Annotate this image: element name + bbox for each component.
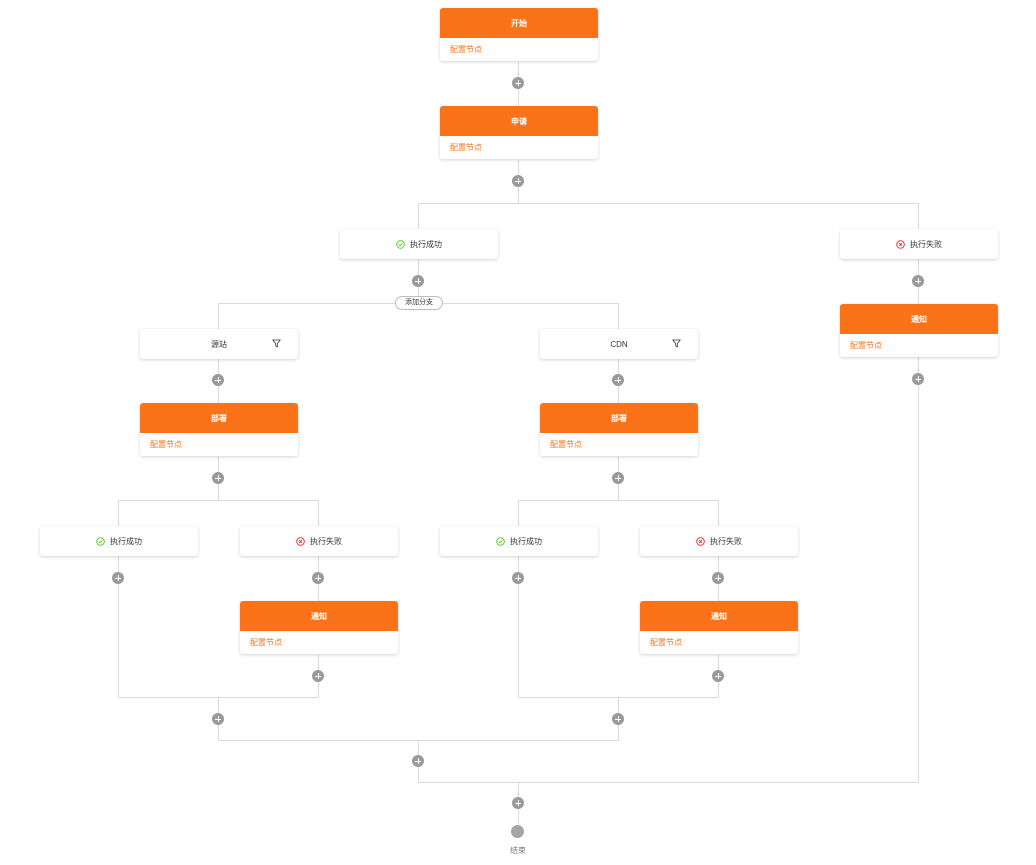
condition-main-success-label: 执行成功 [410,239,442,249]
branch-origin[interactable]: 源站 [140,329,298,359]
end-label: 结束 [510,846,526,855]
condition-origin-success-label: 执行成功 [110,536,142,546]
node-notify-main-title: 通知 [840,304,998,334]
condition-origin-fail[interactable]: 执行失败 [240,526,398,556]
add-node-plus-icon[interactable] [312,572,324,584]
node-notify-main-config-link[interactable]: 配置节点 [840,334,998,357]
branch-cdn-label: CDN [610,339,628,349]
add-node-plus-icon[interactable] [712,670,724,682]
add-node-plus-icon[interactable] [912,275,924,287]
node-notify-origin-config-link[interactable]: 配置节点 [240,631,398,654]
add-node-plus-icon[interactable] [112,572,124,584]
condition-origin-success[interactable]: 执行成功 [40,526,198,556]
node-start-config-link[interactable]: 配置节点 [440,38,598,61]
node-notify-cdn[interactable]: 通知 配置节点 [640,601,798,654]
node-notify-origin[interactable]: 通知 配置节点 [240,601,398,654]
branch-cdn[interactable]: CDN [540,329,698,359]
node-notify-cdn-title: 通知 [640,601,798,631]
node-notify-origin-title: 通知 [240,601,398,631]
check-circle-icon [496,536,505,546]
condition-cdn-fail[interactable]: 执行失败 [640,526,798,556]
node-apply-config-link[interactable]: 配置节点 [440,136,598,159]
condition-main-fail[interactable]: 执行失败 [840,229,998,259]
add-node-plus-icon[interactable] [212,374,224,386]
add-node-plus-icon[interactable] [312,670,324,682]
check-circle-icon [396,239,405,249]
add-node-plus-icon[interactable] [712,572,724,584]
add-node-plus-icon[interactable] [412,755,424,767]
filter-icon[interactable] [672,339,681,348]
add-node-plus-icon[interactable] [212,713,224,725]
add-node-plus-icon[interactable] [612,374,624,386]
node-deploy-cdn-title: 部署 [540,403,698,433]
add-node-plus-icon[interactable] [412,275,424,287]
check-circle-icon [96,536,105,546]
add-node-plus-icon[interactable] [212,472,224,484]
node-deploy-origin-config-link[interactable]: 配置节点 [140,433,298,456]
close-circle-icon [696,536,705,546]
condition-cdn-fail-label: 执行失败 [710,536,742,546]
condition-main-fail-label: 执行失败 [910,239,942,249]
end-dot [511,825,524,838]
node-start[interactable]: 开始 配置节点 [440,8,598,61]
add-node-plus-icon[interactable] [512,797,524,809]
node-notify-main[interactable]: 通知 配置节点 [840,304,998,357]
node-deploy-cdn-config-link[interactable]: 配置节点 [540,433,698,456]
node-notify-cdn-config-link[interactable]: 配置节点 [640,631,798,654]
add-node-plus-icon[interactable] [612,713,624,725]
node-start-title: 开始 [440,8,598,38]
add-node-plus-icon[interactable] [512,175,524,187]
add-node-plus-icon[interactable] [512,572,524,584]
node-deploy-origin[interactable]: 部署 配置节点 [140,403,298,456]
condition-cdn-success[interactable]: 执行成功 [440,526,598,556]
close-circle-icon [896,239,905,249]
add-branch-button[interactable]: 添加分支 [395,296,443,310]
condition-cdn-success-label: 执行成功 [510,536,542,546]
add-node-plus-icon[interactable] [512,77,524,89]
add-node-plus-icon[interactable] [612,472,624,484]
close-circle-icon [296,536,305,546]
node-deploy-cdn[interactable]: 部署 配置节点 [540,403,698,456]
node-deploy-origin-title: 部署 [140,403,298,433]
filter-icon[interactable] [272,339,281,348]
node-apply[interactable]: 申请 配置节点 [440,106,598,159]
condition-origin-fail-label: 执行失败 [310,536,342,546]
node-apply-title: 申请 [440,106,598,136]
add-node-plus-icon[interactable] [912,373,924,385]
branch-origin-label: 源站 [211,339,227,349]
condition-main-success[interactable]: 执行成功 [340,229,498,259]
